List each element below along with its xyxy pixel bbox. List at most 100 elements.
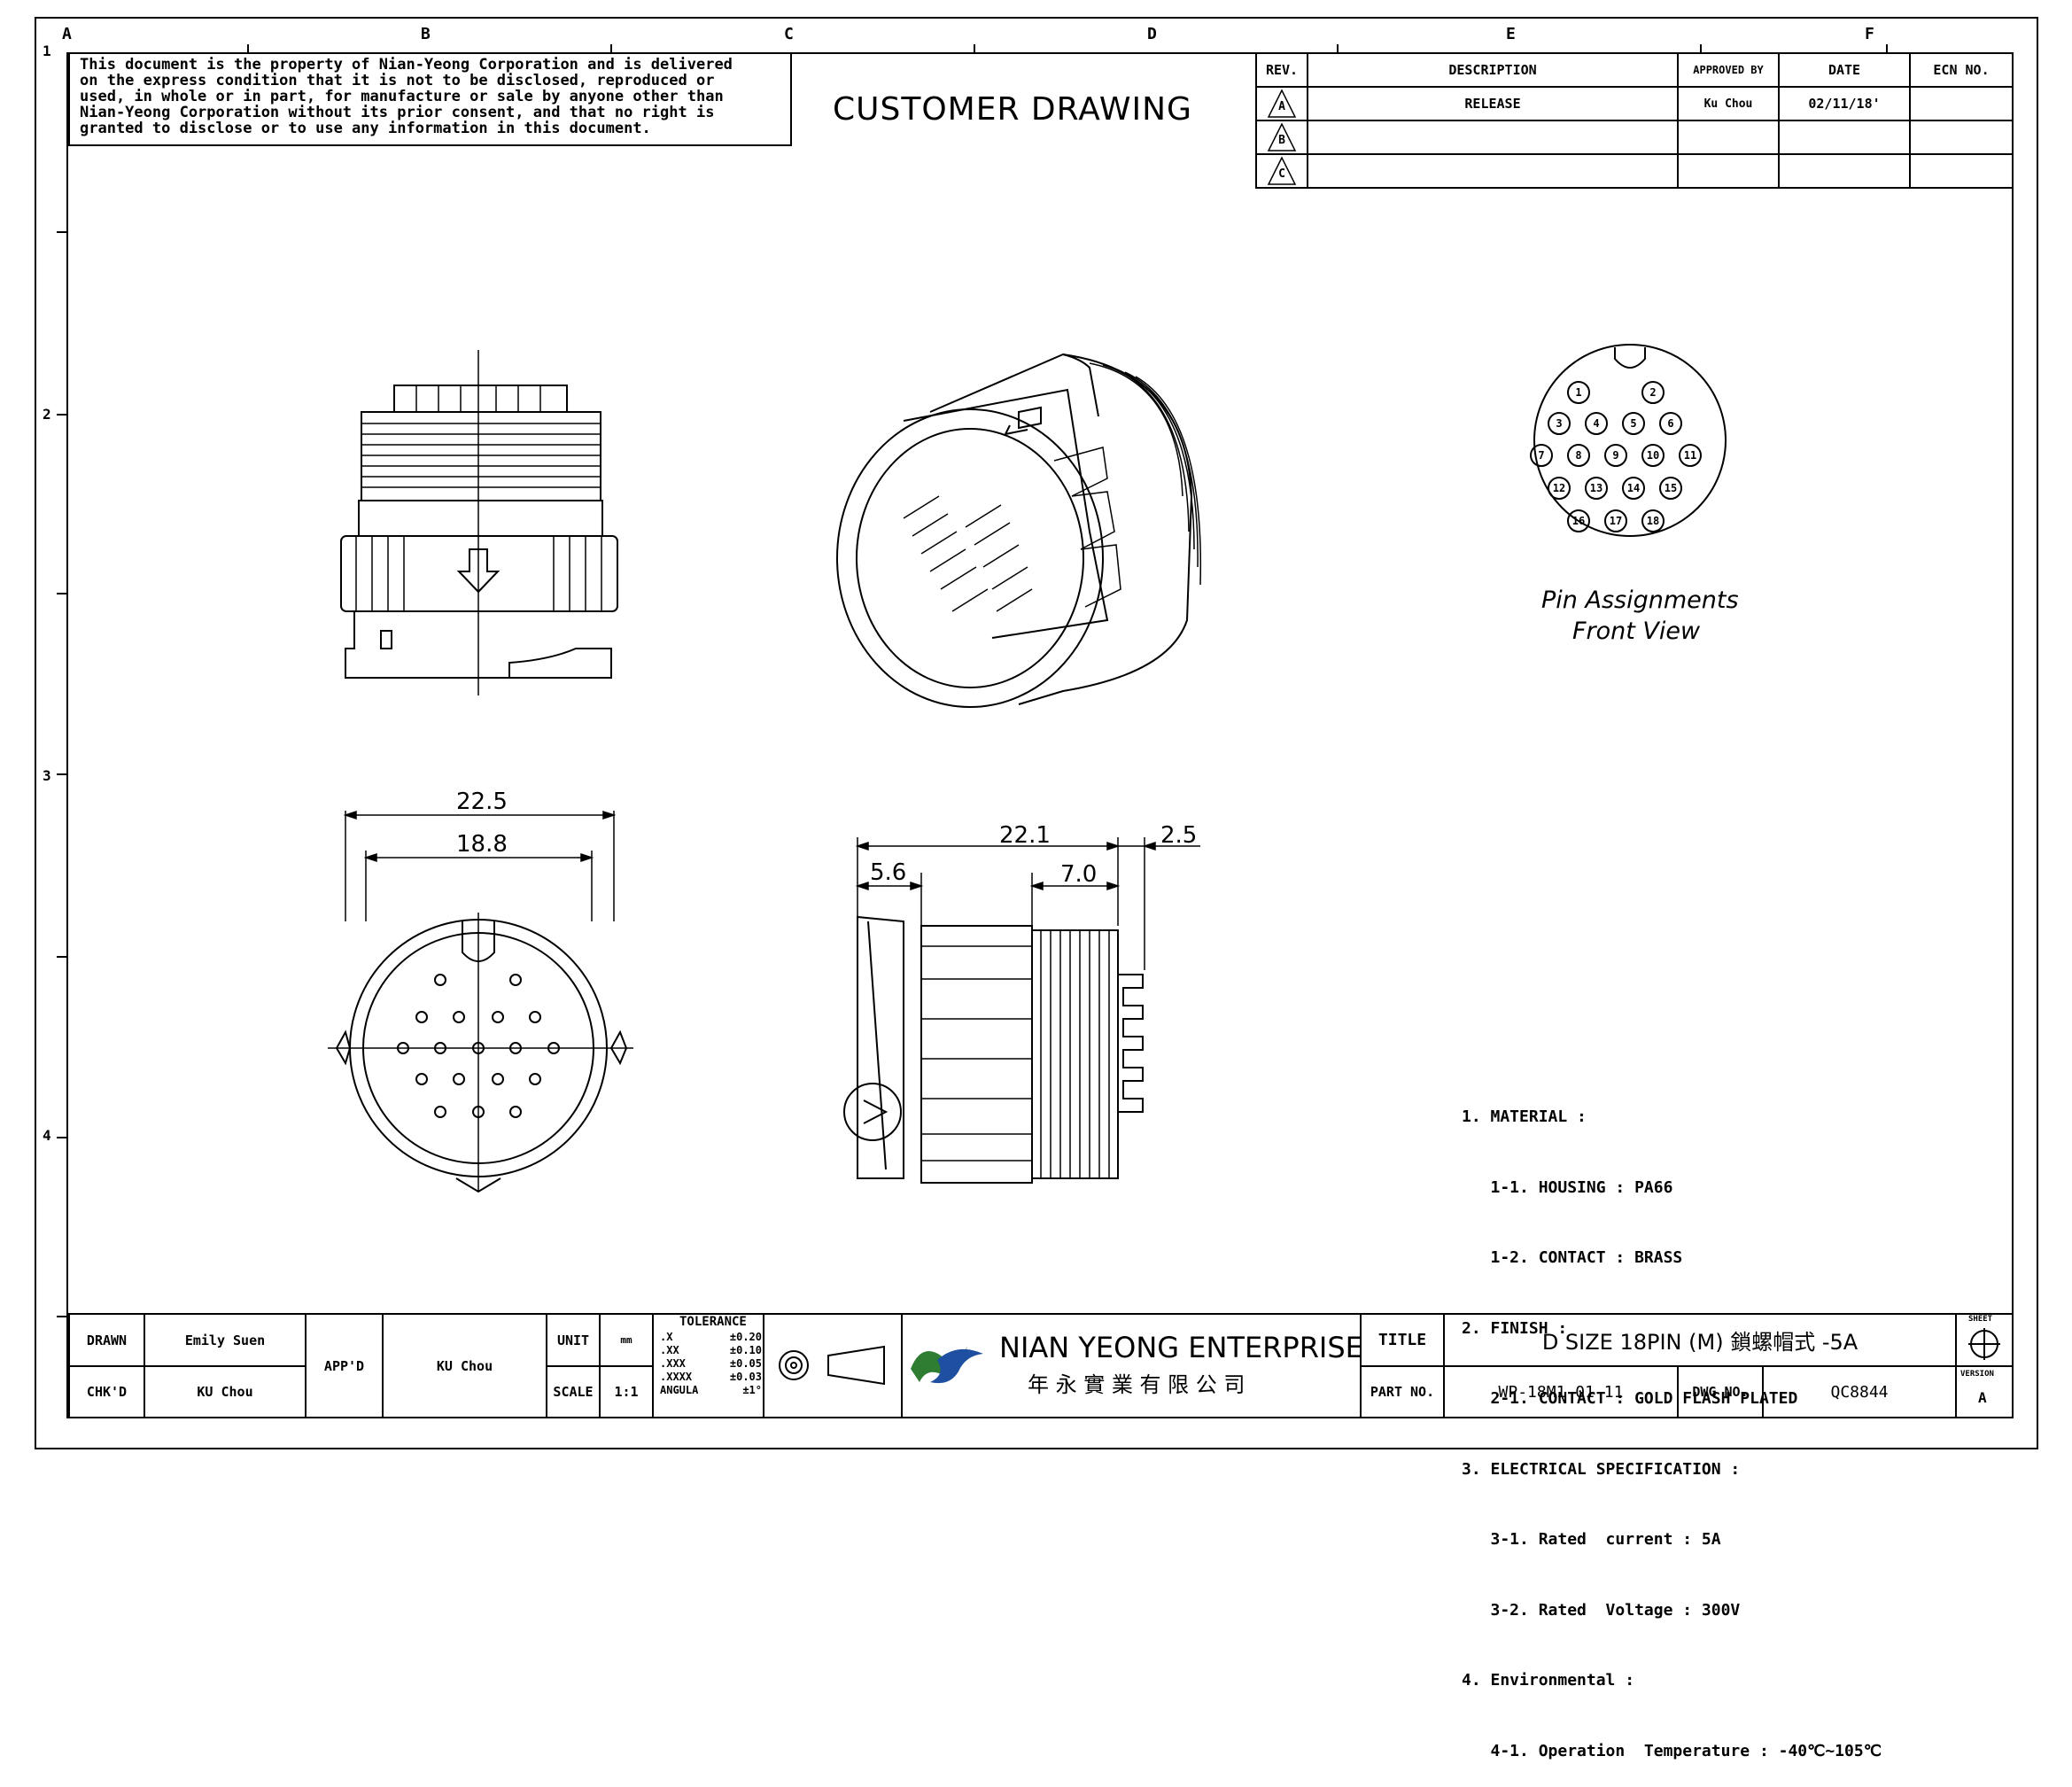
drawing-heading: CUSTOMER DRAWING: [833, 91, 1192, 128]
revision-triangles: [1267, 89, 1297, 185]
ecn-header: ECN NO.: [1933, 62, 1990, 78]
company-logo: [911, 1347, 983, 1384]
tolerance-value: ±0.03: [729, 1371, 762, 1383]
scale-label: SCALE: [553, 1384, 594, 1400]
note-line: 1-1. HOUSING : PA66: [1462, 1177, 1673, 1197]
front-view-pins: [397, 974, 560, 1118]
appd-label: APP'D: [323, 1357, 365, 1374]
pin-title: Pin Assignments: [1541, 587, 1739, 614]
dwg-label: DWG NO.: [1692, 1384, 1749, 1400]
note-line: 3-1. Rated current : 5A: [1462, 1530, 1721, 1549]
grid-row-3: 3: [43, 767, 51, 784]
part-label: PART NO.: [1370, 1384, 1435, 1400]
notice-line: granted to disclose or to use any inform…: [80, 120, 651, 137]
pin-number: 14: [1622, 477, 1645, 500]
approved-header: APPROVED BY: [1693, 64, 1764, 76]
rev-description: RELEASE: [1464, 96, 1521, 112]
sheet-label: SHEET: [1968, 1315, 1993, 1324]
note-line: 3. ELECTRICAL SPECIFICATION :: [1462, 1459, 1741, 1479]
grid-col-b: B: [421, 25, 431, 43]
outer-border: [35, 17, 2038, 1449]
notice-box: [68, 52, 792, 146]
dim-front-outer: 22.5: [456, 789, 508, 815]
tolerance-key: .XXX: [660, 1357, 686, 1370]
note-line: 4-1. Operation Temperature : -40℃~105℃: [1462, 1741, 1882, 1760]
notice-line: on the express condition that it is not …: [80, 72, 715, 89]
drawn-label: DRAWN: [86, 1332, 128, 1348]
grid-col-f: F: [1865, 25, 1874, 43]
rev-letter: B: [1278, 133, 1285, 147]
tolerance-key: ANGULA: [660, 1384, 699, 1396]
grid-col-d: D: [1147, 25, 1157, 43]
unit-label: UNIT: [556, 1332, 590, 1348]
notice-line: This document is the property of Nian-Ye…: [80, 56, 733, 74]
projection-symbol: [779, 1345, 885, 1386]
date-header: DATE: [1828, 62, 1861, 78]
pin-number: 2: [1641, 381, 1665, 404]
note-line: 4. Environmental :: [1462, 1671, 1635, 1690]
scale-value: 1:1: [614, 1384, 639, 1400]
tolerance-row: .XXXX±0.03: [660, 1371, 762, 1384]
tolerance-value: ±0.05: [729, 1357, 762, 1370]
rev-letter: C: [1278, 167, 1285, 181]
drawn-value: Emily Suen: [184, 1332, 266, 1348]
tolerance-value: ±1°: [742, 1384, 762, 1396]
note-line: 2-1. CONTACT : GOLD FLASH PLATED: [1462, 1389, 1798, 1408]
rev-date: 02/11/18': [1808, 96, 1881, 112]
tolerance-value: ±0.10: [729, 1344, 762, 1356]
unit-value: mm: [620, 1334, 632, 1346]
pin-number: 5: [1622, 412, 1645, 435]
rev-approved: Ku Chou: [1703, 97, 1753, 111]
title-value: D SIZE 18PIN (M) 鎖螺帽式 -5A: [1541, 1330, 1859, 1355]
pin-number: 1: [1567, 381, 1590, 404]
tolerance-row: .XXX ±0.05: [660, 1357, 762, 1371]
chkd-label: CHK'D: [86, 1384, 128, 1400]
pin-number: 13: [1585, 477, 1608, 500]
tolerance-row: .XX ±0.10: [660, 1344, 762, 1357]
pin-number: 11: [1679, 444, 1702, 467]
dim-front-inner: 18.8: [456, 831, 508, 858]
tolerance-title: TOLERANCE: [679, 1315, 747, 1329]
row-ticks: [57, 231, 67, 1317]
tolerance-row: ANGULA ±1°: [660, 1384, 762, 1397]
pin-number: 10: [1641, 444, 1665, 467]
revision-table-grid: [1255, 52, 2014, 189]
note-line: 2. FINISH :: [1462, 1318, 1568, 1338]
sheet-symbol: [1968, 1328, 2000, 1360]
drawing-sheet: [35, 17, 2038, 1449]
grid-row-2: 2: [43, 406, 51, 423]
pin-number: 3: [1548, 412, 1571, 435]
tolerance-value: ±0.20: [729, 1331, 762, 1343]
company-name-en: NIAN YEONG ENTERPRISE: [999, 1331, 1363, 1364]
grid-row-1: 1: [43, 43, 51, 59]
version-label: VERSION: [1960, 1370, 1994, 1379]
dim-side-front: 5.6: [870, 859, 907, 886]
pin-number: 4: [1585, 412, 1608, 435]
title-label: TITLE: [1377, 1331, 1427, 1349]
tolerance-key: .X: [660, 1331, 673, 1343]
description-header: DESCRIPTION: [1448, 62, 1537, 78]
pin-number: 16: [1567, 509, 1590, 532]
rev-letter: A: [1278, 99, 1285, 113]
title-block-grid: [68, 1313, 2014, 1418]
grid-row-4: 4: [43, 1127, 51, 1144]
pin-number: 9: [1604, 444, 1627, 467]
pin-number: 6: [1659, 412, 1682, 435]
side-view-top: [340, 350, 618, 695]
dim-side-flange: 2.5: [1160, 822, 1198, 849]
notice-line: used, in whole or in part, for manufactu…: [80, 88, 724, 105]
rev-header: REV.: [1265, 62, 1299, 78]
isometric-view: [836, 353, 1202, 708]
notice-line: Nian-Yeong Corporation without its prior…: [80, 104, 715, 121]
dim-side-thread: 7.0: [1060, 861, 1098, 888]
iso-pins: [903, 495, 1033, 612]
note-line: 3-2. Rated Voltage : 300V: [1462, 1600, 1741, 1620]
note-line: 1. MATERIAL :: [1462, 1107, 1587, 1126]
side-view-bottom: [843, 915, 1144, 1184]
tolerance-list: .X ±0.20 .XX ±0.10 .XXX ±0.05 .XXXX±0.03 AN…: [660, 1331, 762, 1397]
spec-notes: 1. MATERIAL : 1-1. HOUSING : PA66 1-2. C…: [1462, 1059, 1882, 1787]
version-value: A: [1978, 1389, 1987, 1406]
tolerance-row: .X ±0.20: [660, 1331, 762, 1344]
tolerance-key: .XX: [660, 1344, 679, 1356]
pin-number: 18: [1641, 509, 1665, 532]
